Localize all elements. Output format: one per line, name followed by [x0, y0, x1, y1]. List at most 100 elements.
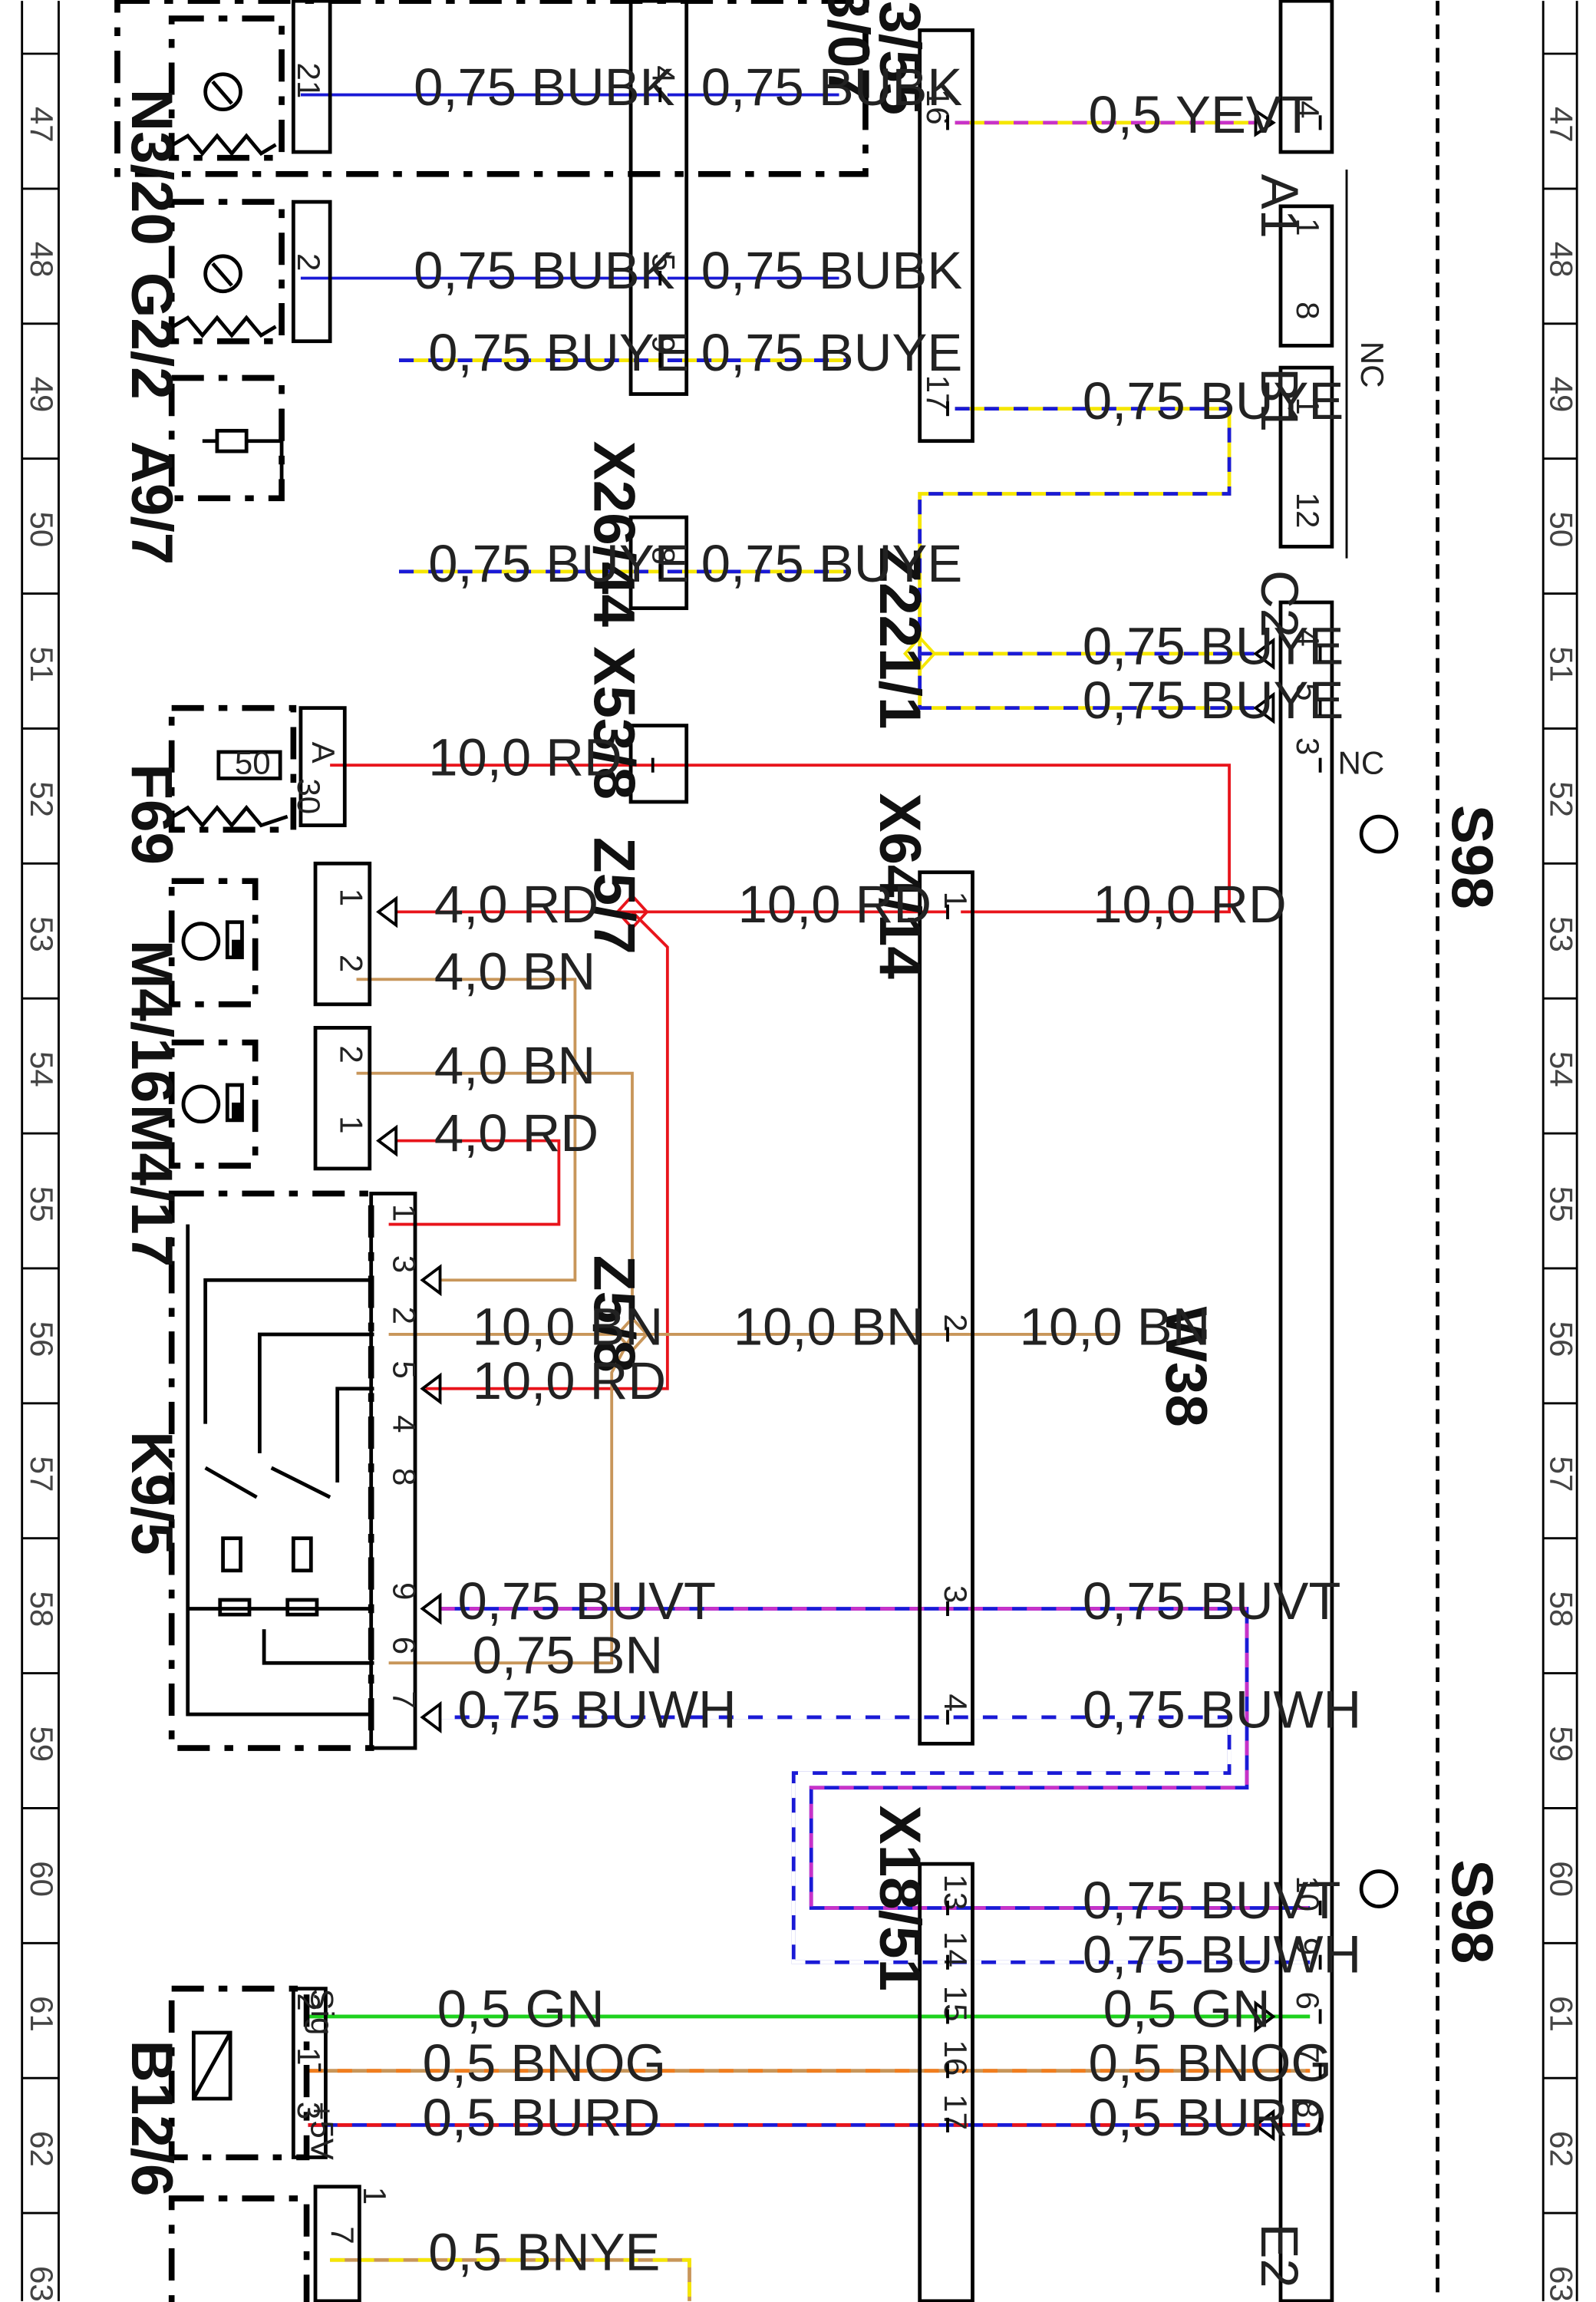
pin-label: A — [305, 742, 341, 763]
wires — [300, 93, 1311, 2301]
grid-number-left: 63 — [24, 2266, 60, 2302]
grid-number-right: 59 — [1544, 1726, 1580, 1762]
resistor-zigzag-icon — [172, 315, 277, 338]
grid-number-right: 56 — [1544, 1321, 1580, 1357]
wire-label: 0,5 BNOG — [423, 2033, 666, 2093]
wire-label: 0,5 YEVT — [1089, 85, 1314, 144]
pin-label: 6 — [1290, 1991, 1326, 2009]
pin-label: 2 — [334, 955, 370, 972]
grid-number-right: 57 — [1544, 1456, 1580, 1492]
grid-number-left: 62 — [24, 2131, 60, 2167]
wire-label: 0,75 BUBK — [414, 58, 675, 117]
pin-label: 9 — [646, 335, 682, 353]
grid-number-right: 61 — [1544, 1996, 1580, 2032]
grid-number-left: 56 — [24, 1321, 60, 1357]
motor-icon — [181, 920, 244, 961]
splice-icon — [902, 635, 937, 672]
arrow-marks — [376, 107, 1276, 2142]
pin-label: 9 — [386, 1582, 422, 1600]
grid-number-right: 50 — [1544, 511, 1580, 547]
pin-label: 5 — [386, 1360, 422, 1378]
label-x18-51: X18/51 — [867, 1806, 932, 1991]
pin-label: 2 — [334, 1045, 370, 1063]
grid-number-left: 61 — [24, 1996, 60, 2032]
resistor-zigzag-icon — [172, 804, 289, 829]
wire-label: 0,75 BUYE — [701, 534, 962, 593]
pin-label: 1 — [334, 889, 370, 906]
wire-label: 0,75 BUBK — [701, 58, 963, 117]
label-b12-6: B12/6 — [119, 2040, 184, 2197]
pin-label: 2 — [938, 1314, 974, 1331]
wire-label: 0,5 GN — [1103, 1979, 1271, 2038]
wire-label: 0,5 BNOG — [1089, 2033, 1332, 2093]
pin-label: 1 — [1290, 218, 1326, 236]
wire-label: 0,75 BUYE — [1083, 671, 1344, 730]
grid-number-right: 47 — [1544, 107, 1580, 143]
label-x64-14: X64/14 — [867, 793, 932, 980]
pin-label: 7 — [325, 2226, 361, 2244]
label-z5-7: Z5/7 — [581, 837, 646, 955]
pin-label: 1 — [386, 1204, 422, 1222]
motor-icon — [181, 1083, 244, 1124]
pin-label: 30 — [291, 778, 327, 814]
label-k9-5: K9/5 — [119, 1431, 184, 1555]
grid-number-right: 49 — [1544, 377, 1580, 413]
pin-label: NC — [1338, 745, 1385, 781]
pin-label: 3 — [386, 1255, 422, 1273]
pin-label: 13 — [938, 1875, 974, 1911]
pin-label: 3 — [291, 2102, 327, 2119]
pin-label: 15 — [938, 1986, 974, 2022]
pin-label: 4 — [386, 1415, 422, 1433]
pin-label: 3 — [938, 1585, 974, 1603]
label-x26-44: X26/44 — [581, 441, 646, 628]
wire-label: 0,75 BUWH — [1083, 1925, 1361, 1984]
terminals — [292, 87, 1322, 2132]
wire-label: 4,0 BN — [434, 942, 595, 1001]
wire-label: 10,0 RD — [738, 875, 932, 934]
label-z221-1: Z221/1 — [867, 546, 932, 729]
wire-label: 0,75 BUWH — [1083, 1680, 1361, 1739]
wire-label: 4,0 RD — [434, 1103, 598, 1163]
wire-label: 0,75 BUYE — [1083, 371, 1344, 430]
grid-number-left: 47 — [24, 107, 60, 143]
fuse-icon — [216, 750, 282, 780]
grid-number-left: 49 — [24, 377, 60, 413]
label-partial-a: 3/55 — [867, 1, 932, 115]
wire-label: 0,75 BUBK — [414, 241, 675, 300]
component-labels: N3/20 G2/2 A9/7 X26/44 X53/8 F69 M4/16 M… — [119, 0, 1505, 2288]
label-s98-b: S98 — [1439, 1859, 1505, 1964]
pin-label: NC — [1354, 341, 1390, 388]
wire-label: 0,75 BUYE — [1083, 616, 1344, 675]
pin-label: 4 — [1290, 101, 1326, 118]
pin-label: 2 — [386, 1307, 422, 1324]
pin-label: 14 — [938, 1931, 974, 1967]
pin-label: 16 — [938, 2040, 974, 2076]
pin-label: Sig — [304, 1989, 340, 2036]
grid-number-right: 51 — [1544, 646, 1580, 682]
pin-label: 8 — [386, 1468, 422, 1486]
pin-label: 7 — [386, 1691, 422, 1709]
label-conn-a1: A1 — [1250, 174, 1309, 239]
wire-label: 0,75 BUWH — [457, 1680, 736, 1739]
grid-number-left: 51 — [24, 646, 60, 682]
wire-label: 10,0 BN — [1020, 1297, 1211, 1356]
grid-number-right: 52 — [1544, 781, 1580, 817]
ground-icon — [1359, 1869, 1399, 1908]
pin-label: 1 — [334, 1116, 370, 1133]
grid-number-left: 58 — [24, 1591, 60, 1628]
grid-number-left: 55 — [24, 1186, 60, 1222]
pin-label: 7 — [1290, 2046, 1326, 2063]
label-conn-e2: E2 — [1250, 2224, 1309, 2288]
grid-number-right: 62 — [1544, 2131, 1580, 2167]
grid-number-left: 48 — [24, 242, 60, 278]
grid-number-right: 53 — [1544, 916, 1580, 952]
label-g2-2: G2/2 — [119, 272, 184, 400]
wire-label: 10,0 RD — [473, 1351, 666, 1410]
grid-number-left: 50 — [24, 511, 60, 547]
pin-label: 1 — [291, 2047, 327, 2065]
label-f69: F69 — [119, 763, 184, 865]
component-outlines — [114, 0, 1348, 2302]
resistor-zigzag-icon — [172, 133, 277, 157]
wire-label: 4,0 RD — [434, 875, 598, 934]
